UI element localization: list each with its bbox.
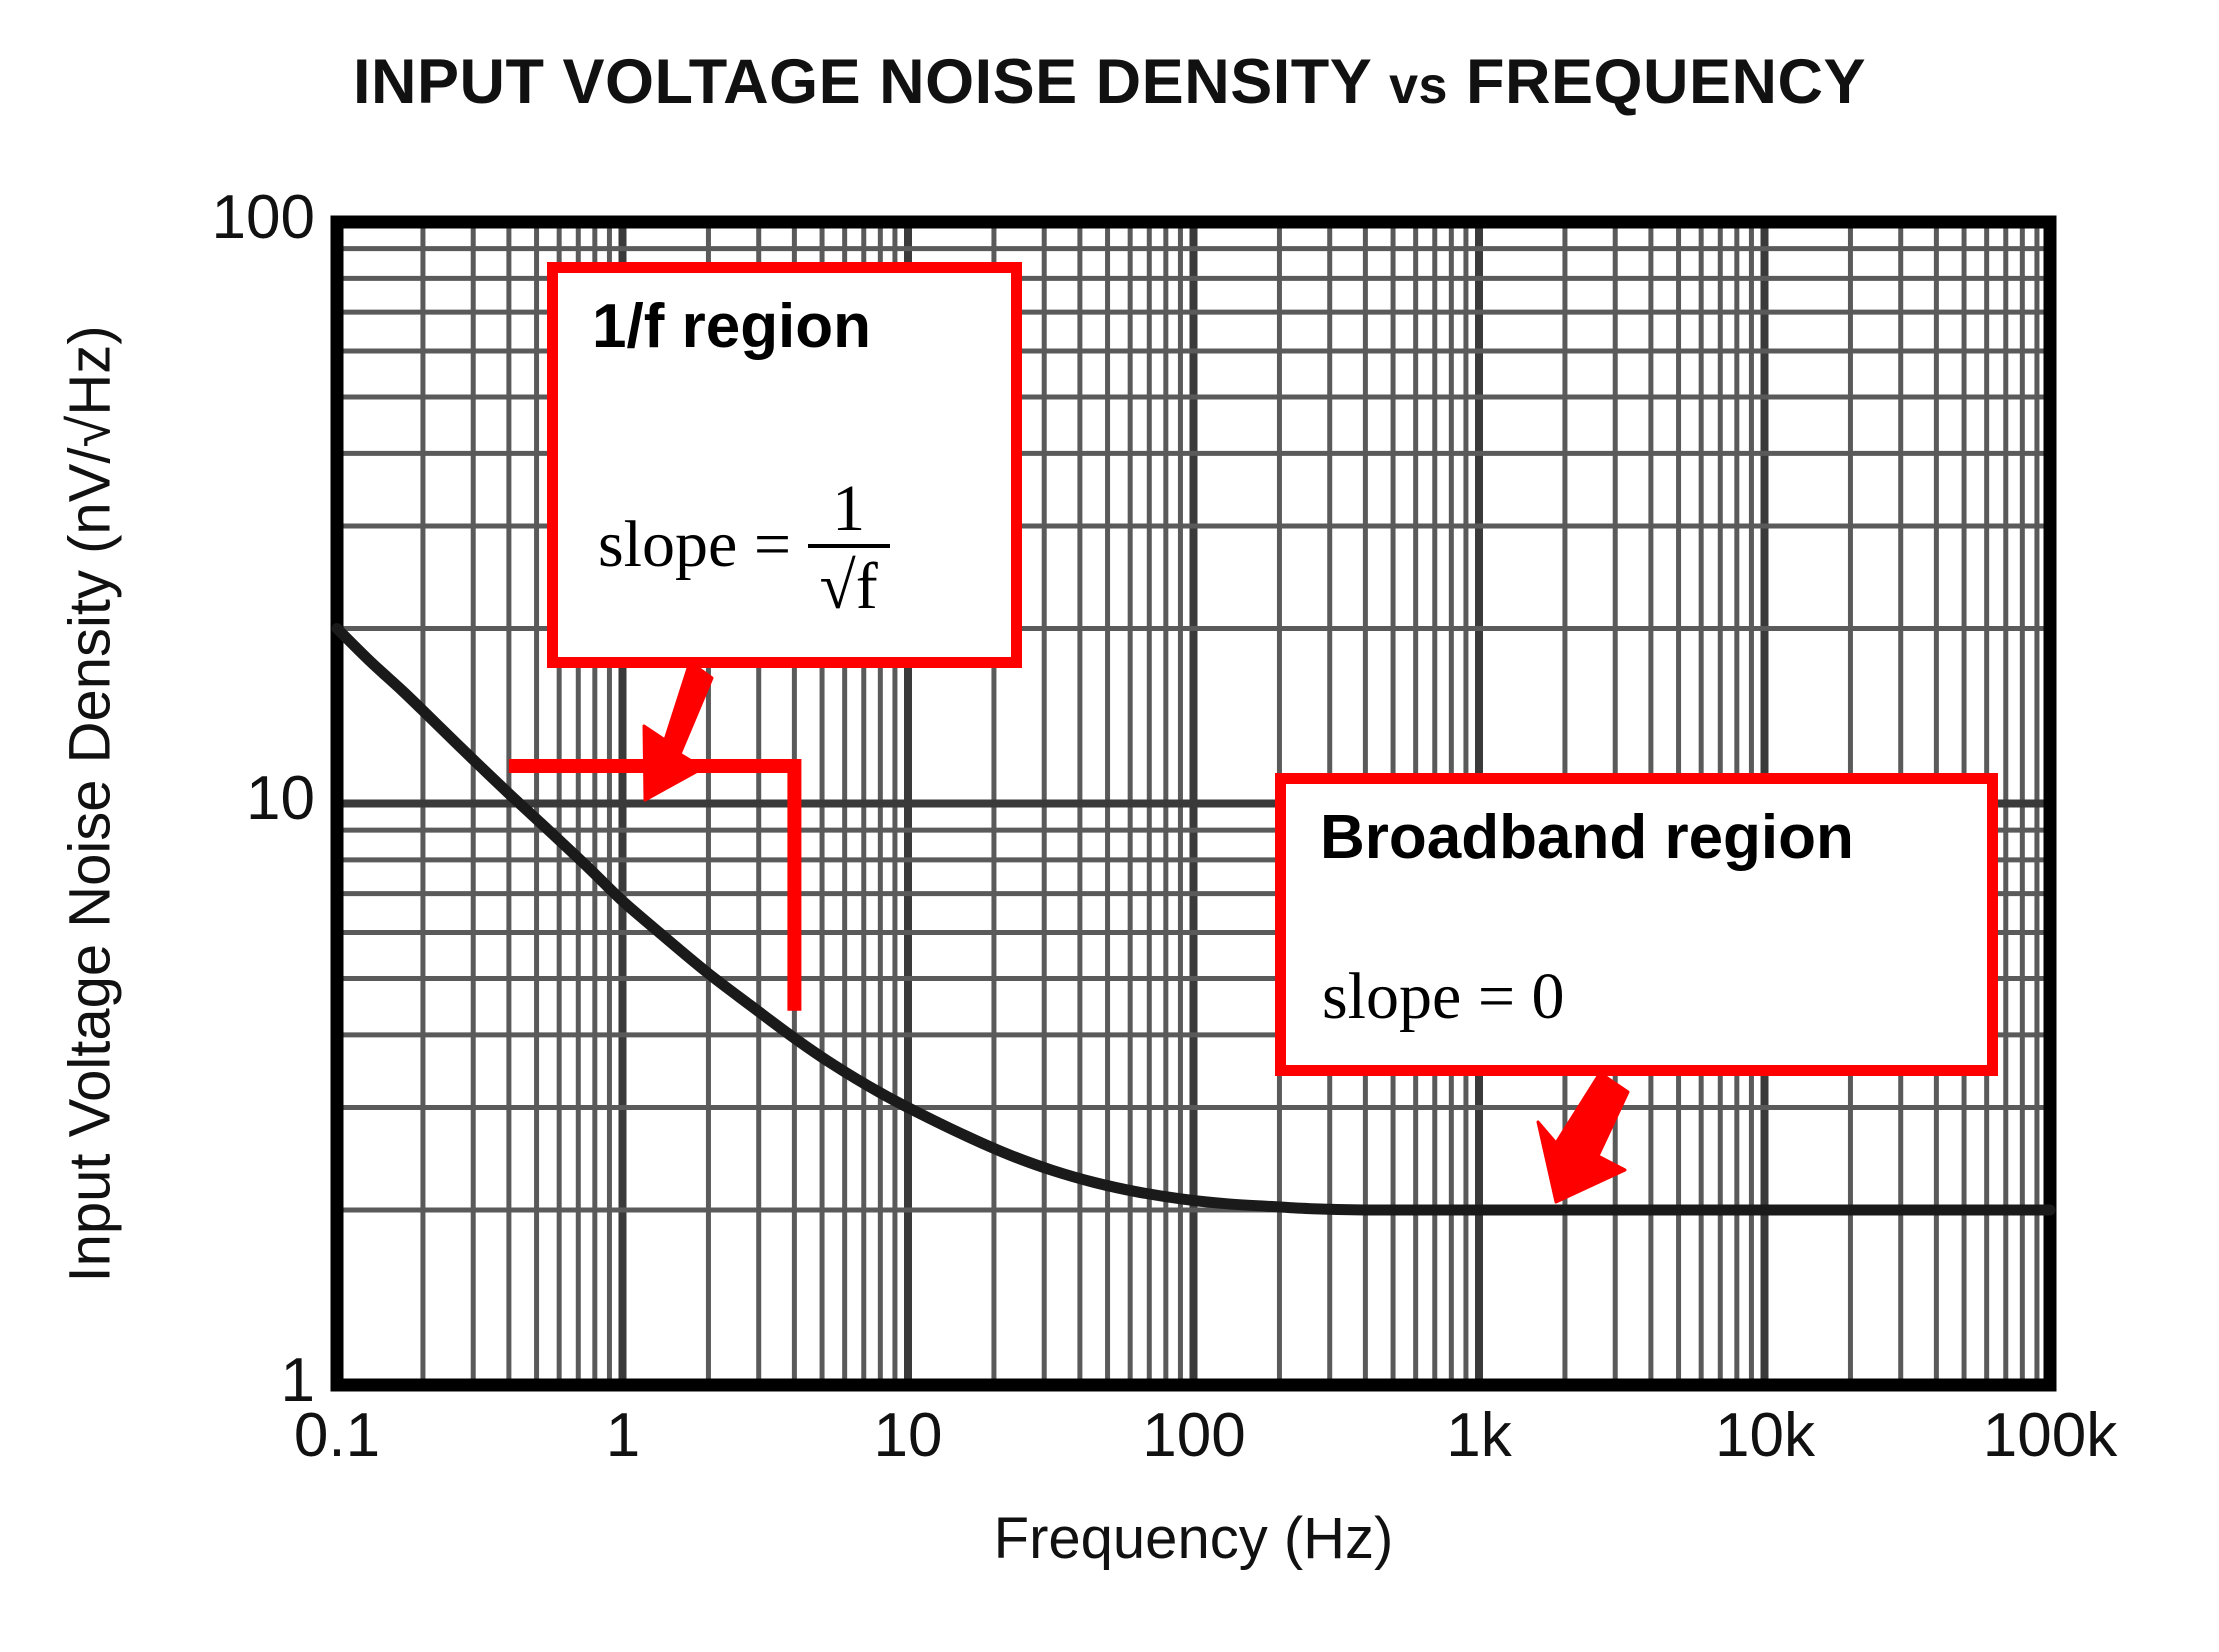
chart-title-main: INPUT VOLTAGE NOISE DENSITY (352, 47, 1372, 117)
y-tick-label-1: 1 (280, 1346, 315, 1415)
y-tick-label-10: 10 (246, 764, 315, 833)
chart-title: INPUT VOLTAGE NOISE DENSITY vs FREQUENCY (0, 46, 2219, 118)
x-tick-label-1k: 1k (1446, 1401, 1512, 1470)
chart-title-tail: FREQUENCY (1465, 47, 1867, 117)
x-axis-label: Frequency (Hz) (993, 1506, 1394, 1571)
chart-title-vs: vs (1389, 57, 1448, 115)
x-tick-label-10k: 10k (1715, 1401, 1815, 1470)
x-tick-label-100: 100 (1142, 1401, 1246, 1470)
annotation-formula-broadband: slope = 0 (1322, 960, 1565, 1033)
y-axis-ticklabels: 100 10 1 (130, 0, 315, 1652)
one-over-f-slope-marker (508, 759, 802, 1011)
broadband-callout-arrow (1536, 1071, 1630, 1204)
one-over-f-callout-arrow (642, 660, 714, 802)
annotation-box-one-over-f: 1/f region slope = 1 √f (547, 262, 1022, 668)
y-tick-label-100: 100 (211, 183, 315, 252)
x-tick-label-10: 10 (873, 1401, 943, 1470)
plot-border (330, 215, 2057, 1392)
annotation-formula-one-over-f: slope = 1 √f (598, 472, 890, 623)
x-tick-label-1: 1 (605, 1401, 641, 1470)
x-tick-label-0p1: 0.1 (293, 1401, 381, 1470)
x-tick-label-100k: 100k (1982, 1401, 2118, 1470)
noise-density-curve (331, 623, 2056, 1216)
formula-prefix-one-over-f: slope = (598, 507, 792, 581)
formula-fraction-one-over-f: 1 √f (807, 472, 890, 621)
formula-denominator-one-over-f: √f (807, 544, 890, 621)
annotation-title-broadband: Broadband region (1320, 803, 1854, 872)
annotation-box-broadband: Broadband region slope = 0 (1275, 773, 1998, 1076)
formula-numerator-one-over-f: 1 (832, 472, 866, 545)
annotation-title-one-over-f: 1/f region (592, 292, 872, 361)
